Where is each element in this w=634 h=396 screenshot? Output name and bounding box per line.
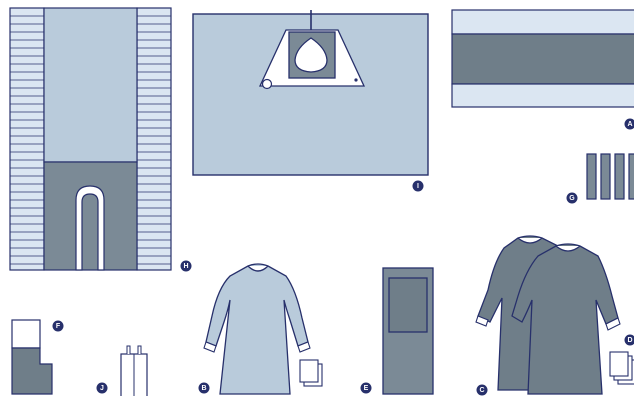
item-f <box>12 320 52 394</box>
badge-h: H <box>181 261 192 272</box>
strips-g <box>587 154 634 199</box>
drape-h-split-panel <box>44 162 137 270</box>
pouch-e <box>383 268 433 394</box>
cover-a-top-band <box>452 10 634 34</box>
item-f-dark-part <box>12 348 52 394</box>
badge-e: E <box>361 383 372 394</box>
badge-a: A <box>625 119 634 130</box>
badge-c-label: C <box>479 387 484 394</box>
drape-i <box>193 10 428 175</box>
drape-h-right-stripes <box>137 8 171 270</box>
cover-a-middle-band <box>452 34 634 84</box>
badge-b-label: B <box>201 385 206 392</box>
badge-e-label: E <box>364 385 369 392</box>
towel-b-front <box>300 360 318 382</box>
drape-i-ring-left <box>263 80 272 89</box>
badge-d-label: D <box>627 337 632 344</box>
cover-a-bottom-band <box>452 84 634 107</box>
drape-i-ring-right <box>354 78 357 81</box>
badge-g: G <box>567 193 578 204</box>
item-f-white-part <box>12 320 40 348</box>
gowns-c <box>476 236 620 394</box>
badge-f: F <box>53 321 64 332</box>
badge-d: D <box>625 335 634 346</box>
pouch-e-window <box>389 278 427 332</box>
drape-h-left-stripes <box>10 8 44 270</box>
badge-g-label: G <box>569 195 575 202</box>
badge-a-label: A <box>627 121 632 128</box>
gown-b <box>204 264 310 394</box>
cover-a <box>452 10 634 107</box>
item-j-tab-right <box>138 346 141 354</box>
badge-f-label: F <box>56 323 61 330</box>
badge-j: J <box>97 383 108 394</box>
badge-j-label: J <box>100 385 104 392</box>
badge-b: B <box>199 383 210 394</box>
towel-d-1 <box>610 352 628 376</box>
strip-g-2 <box>601 154 610 199</box>
strip-g-4 <box>629 154 634 199</box>
item-j <box>121 346 147 396</box>
towels-b <box>300 360 322 386</box>
gown-b-body <box>206 264 308 394</box>
badge-i: I <box>413 181 424 192</box>
badge-i-label: I <box>417 183 419 190</box>
towels-d <box>610 352 634 384</box>
item-j-tab-left <box>127 346 130 354</box>
strip-g-3 <box>615 154 624 199</box>
drape-h-center-panel <box>44 8 137 162</box>
strip-g-1 <box>587 154 596 199</box>
badge-h-label: H <box>183 263 188 270</box>
drape-h <box>10 8 171 270</box>
badge-c: C <box>477 385 488 396</box>
